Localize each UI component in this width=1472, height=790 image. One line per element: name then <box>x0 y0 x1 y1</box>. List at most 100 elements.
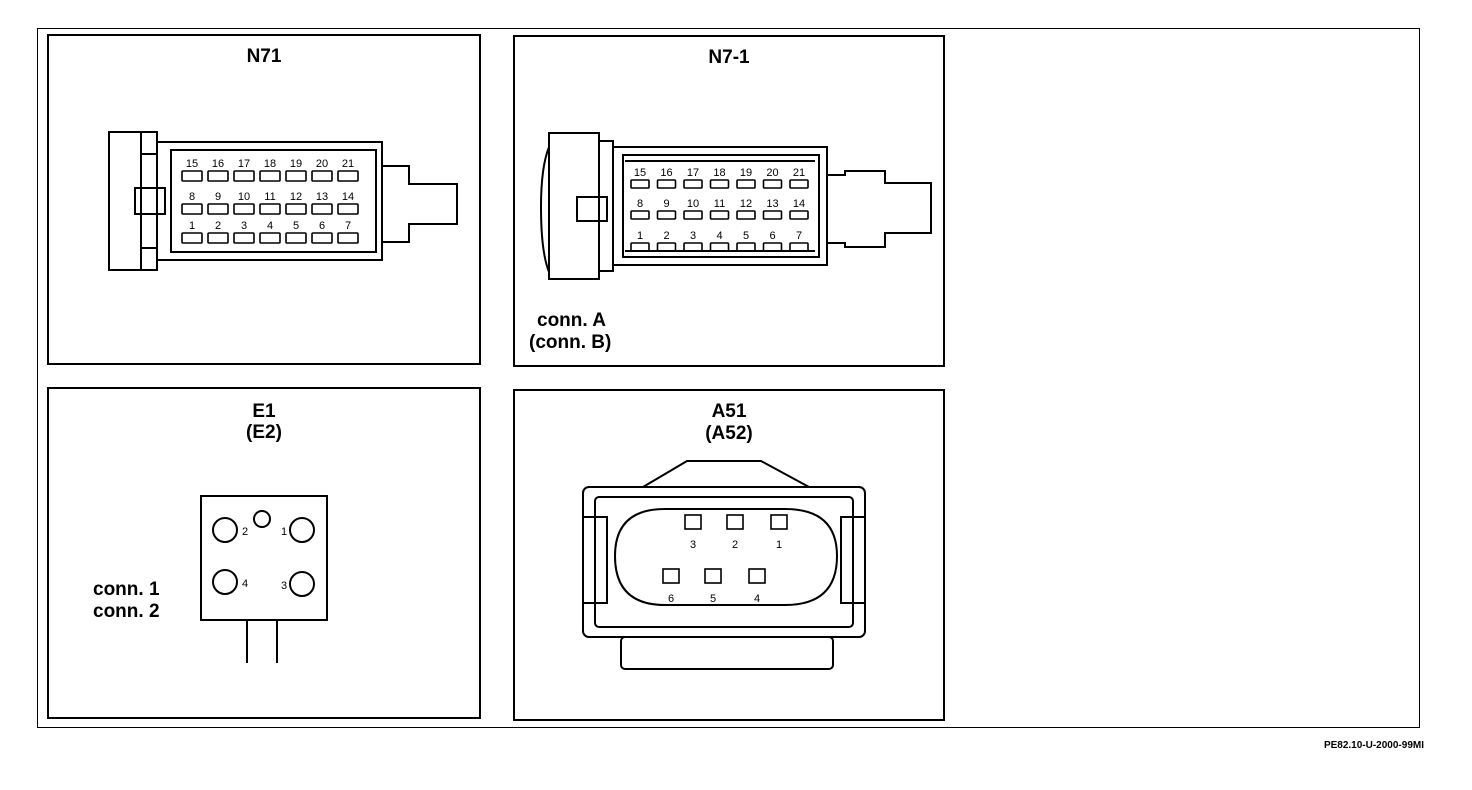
n71-pin-9 <box>207 203 229 215</box>
n7-1-pin-label-7: 7 <box>796 230 802 242</box>
n7-1-pin-14 <box>789 210 809 220</box>
n71-pin-label-5: 5 <box>293 220 299 232</box>
n71-pin-7 <box>337 232 359 244</box>
n71-pin-label-4: 4 <box>267 220 273 232</box>
n7-1-pin-7 <box>789 242 809 252</box>
n7-1-pin-label-10: 10 <box>687 198 699 210</box>
n7-1-pin-6 <box>762 242 783 252</box>
n71-pin-label-6: 6 <box>319 220 325 232</box>
e1-title: E1 <box>252 401 276 422</box>
n71-pin-4 <box>259 232 281 244</box>
n7-1-pin-label-11: 11 <box>714 198 725 210</box>
n7-1-pin-label-17: 17 <box>687 167 699 179</box>
e1-pin-label-1: 1 <box>281 526 287 538</box>
n7-1-pin-label-19: 19 <box>740 167 752 179</box>
n7-1-pin-label-16: 16 <box>660 167 672 179</box>
a51-pin-label-1: 1 <box>776 539 782 551</box>
n7-1-title: N7-1 <box>708 47 750 68</box>
n7-1-pin-label-20: 20 <box>766 167 778 179</box>
n71-pin-label-9: 9 <box>215 191 221 203</box>
n7-1-pin-3 <box>683 242 703 252</box>
n7-1-pin-18 <box>709 179 730 189</box>
n7-1-pin-label-9: 9 <box>663 198 669 210</box>
a51-pin-3 <box>684 514 702 530</box>
n71-pin-15 <box>181 170 203 182</box>
n7-1-pin-label-6: 6 <box>769 230 775 242</box>
e1-note-conn-1: conn. 1 <box>93 579 160 600</box>
n7-1-pin-10 <box>683 210 703 220</box>
n71-pin-label-19: 19 <box>290 158 302 170</box>
n7-1-pin-1 <box>630 242 650 252</box>
a51-pin-4 <box>748 568 766 584</box>
n71-pin-label-8: 8 <box>189 191 195 203</box>
n71-title: N71 <box>246 46 282 67</box>
n7-1-pin-label-8: 8 <box>637 198 643 210</box>
n71-pin-label-14: 14 <box>342 191 354 203</box>
n71-pin-label-21: 21 <box>342 158 354 170</box>
n71-pin-label-16: 16 <box>212 158 224 170</box>
n7-1-pin-5 <box>736 242 756 252</box>
n7-1-pin-9 <box>656 210 677 220</box>
a51-connector: 3 2 1 6 5 4 <box>582 460 866 670</box>
n7-1-pin-label-21: 21 <box>793 167 805 179</box>
a51-pin-label-5: 5 <box>710 593 716 605</box>
n7-1-pin-19 <box>736 179 756 189</box>
a51-pin-label-2: 2 <box>732 539 738 551</box>
n71-pin-label-10: 10 <box>238 191 250 203</box>
n71-pin-19 <box>285 170 307 182</box>
diagram-frame <box>37 28 1420 728</box>
n7-1-pin-label-5: 5 <box>743 230 749 242</box>
n71-pin-13 <box>311 203 333 215</box>
a51-pin-5 <box>704 568 722 584</box>
e1-note-conn-2: conn. 2 <box>93 601 160 622</box>
n71-pin-label-13: 13 <box>316 191 328 203</box>
n7-1-note-conn-a: conn. A <box>537 310 606 331</box>
n7-1-pin-4 <box>709 242 730 252</box>
n7-1-pin-2 <box>656 242 677 252</box>
n7-1-note-conn-b: (conn. B) <box>529 332 612 353</box>
a51-pin-label-4: 4 <box>754 593 760 605</box>
n7-1-pin-label-13: 13 <box>766 198 778 210</box>
n7-1-pin-label-12: 12 <box>740 198 752 210</box>
n71-pin-label-2: 2 <box>215 220 221 232</box>
n71-pin-10 <box>233 203 255 215</box>
n7-1-pin-label-14: 14 <box>793 198 805 210</box>
n7-1-pin-12 <box>736 210 756 220</box>
n71-pin-20 <box>311 170 333 182</box>
a51-pin-6 <box>662 568 680 584</box>
n71-pin-8 <box>181 203 203 215</box>
n71-pin-11 <box>259 203 281 215</box>
n7-1-pin-11 <box>709 210 730 220</box>
n7-1-pin-label-2: 2 <box>663 230 669 242</box>
n7-1-pin-label-18: 18 <box>713 167 725 179</box>
n71-pin-label-17: 17 <box>238 158 250 170</box>
n71-pin-label-11: 11 <box>264 191 275 203</box>
figure-reference: PE82.10-U-2000-99MI <box>1323 740 1424 751</box>
a51-pin-1 <box>770 514 788 530</box>
n7-1-pin-label-15: 15 <box>634 167 646 179</box>
n7-1-pin-label-3: 3 <box>690 230 696 242</box>
a51-pin-label-6: 6 <box>668 593 674 605</box>
n71-pin-18 <box>259 170 281 182</box>
n71-pin-6 <box>311 232 333 244</box>
a51-title: A51 <box>711 401 747 422</box>
e1-subtitle: (E2) <box>246 422 282 443</box>
n7-1-pin-16 <box>656 179 677 189</box>
n71-pin-label-12: 12 <box>290 191 302 203</box>
n71-pin-17 <box>233 170 255 182</box>
n71-pin-label-3: 3 <box>241 220 247 232</box>
n7-1-pin-17 <box>683 179 703 189</box>
n71-pin-label-15: 15 <box>186 158 198 170</box>
e1-pin-label-4: 4 <box>242 578 248 590</box>
n71-pin-2 <box>207 232 229 244</box>
n71-pin-label-1: 1 <box>189 220 195 232</box>
n7-1-pin-13 <box>762 210 783 220</box>
e1-pin-label-2: 2 <box>242 526 248 538</box>
a51-pin-label-3: 3 <box>690 539 696 551</box>
